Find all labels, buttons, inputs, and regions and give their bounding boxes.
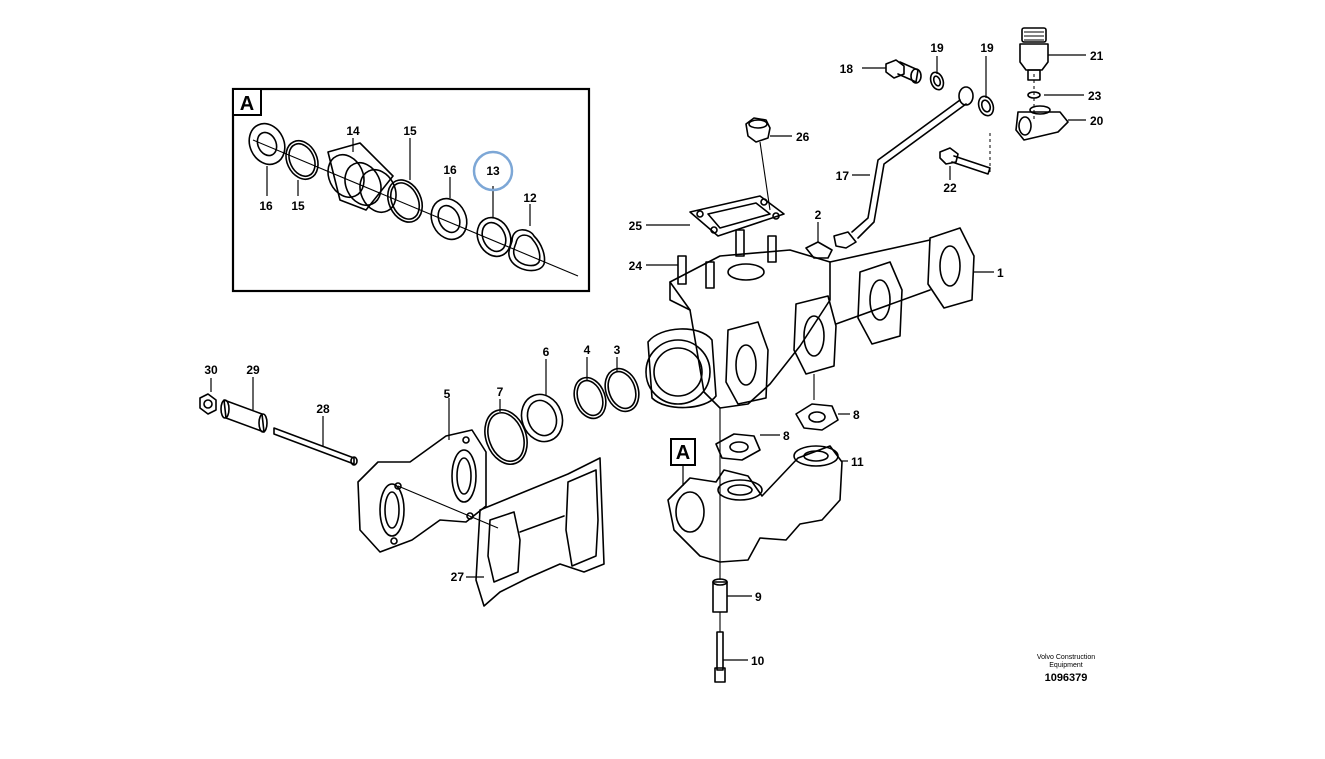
bolt-spacer-nut: 30 29 28 — [199, 363, 358, 466]
callout-16-left: 16 — [259, 199, 273, 213]
callout-16-right: 16 — [443, 163, 457, 177]
credit-block: Volvo Construction Equipment 1096379 — [1037, 654, 1095, 684]
exhaust-manifold: 26 25 24 1 — [629, 117, 1004, 580]
detail-view-label: A — [240, 93, 254, 115]
callout-29: 29 — [246, 363, 260, 377]
callout-17: 17 — [836, 169, 850, 183]
credit-line-1: Volvo Construction — [1037, 654, 1095, 661]
callout-26: 26 — [796, 130, 810, 144]
callout-24: 24 — [629, 259, 643, 273]
callout-3: 3 — [614, 343, 621, 357]
callout-15-bottom: 15 — [291, 199, 305, 213]
callout-7: 7 — [497, 385, 504, 399]
callout-10: 10 — [751, 654, 765, 668]
callout-1: 1 — [997, 266, 1004, 280]
callout-13: 13 — [486, 164, 500, 178]
lower-assembly: 8 8 11 A 9 10 — [667, 403, 864, 683]
sensor-group: 18 19 19 21 23 20 22 17 2 — [805, 27, 1104, 259]
credit-line-2: Equipment — [1049, 662, 1083, 669]
callout-19-right: 19 — [980, 41, 994, 55]
callout-19-left: 19 — [930, 41, 944, 55]
manifold-end-piece: 5 — [357, 387, 487, 553]
callout-27: 27 — [451, 570, 465, 584]
callout-20: 20 — [1090, 114, 1104, 128]
detail-view-a: A 14 15 16 13 1 — [231, 87, 591, 293]
callout-21: 21 — [1090, 49, 1104, 63]
callout-18: 18 — [840, 62, 854, 76]
drawing-number: 1096379 — [1045, 672, 1088, 684]
callout-23: 23 — [1088, 89, 1102, 103]
callout-12: 12 — [523, 191, 537, 205]
callout-4: 4 — [584, 343, 591, 357]
callout-8-right: 8 — [853, 408, 860, 422]
callout-5: 5 — [444, 387, 451, 401]
callout-6: 6 — [543, 345, 550, 359]
callout-25: 25 — [629, 219, 643, 233]
gasket-27: 27 — [397, 457, 605, 607]
section-marker-label: A — [676, 442, 690, 464]
callout-14: 14 — [346, 124, 360, 138]
callout-15-top: 15 — [403, 124, 417, 138]
callout-22: 22 — [943, 181, 957, 195]
highlight-ring — [472, 150, 514, 192]
callout-30: 30 — [204, 363, 218, 377]
callout-9: 9 — [755, 590, 762, 604]
callout-11: 11 — [851, 455, 864, 469]
callout-8-left: 8 — [783, 429, 790, 443]
seal-rings-group: 3 4 6 7 — [484, 343, 640, 465]
callout-2: 2 — [815, 208, 822, 222]
callout-28: 28 — [316, 402, 330, 416]
